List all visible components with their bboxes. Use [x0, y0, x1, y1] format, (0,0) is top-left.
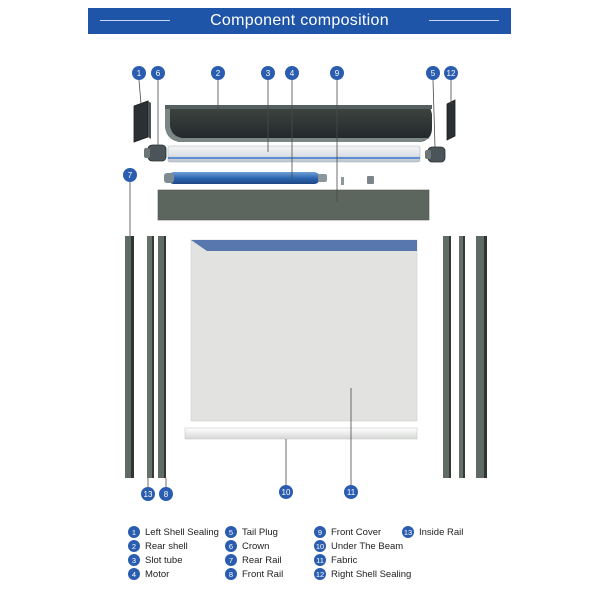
callout-lines: [129, 79, 452, 487]
title-rule-left: [100, 20, 170, 21]
callout-13: 13: [141, 487, 155, 501]
svg-text:13: 13: [144, 490, 153, 499]
callout-12: 12: [444, 66, 458, 80]
tail-plug-right: [425, 146, 446, 163]
rear-rail-right-group: [443, 236, 487, 478]
callout-9: 9: [330, 66, 344, 80]
title-rule-right: [429, 20, 499, 21]
callout-1: 1: [132, 66, 146, 80]
crown-left: [144, 144, 167, 162]
svg-text:11: 11: [347, 488, 356, 497]
svg-text:6: 6: [156, 69, 161, 78]
title-banner: Component composition: [88, 8, 511, 34]
svg-text:8: 8: [164, 490, 169, 499]
svg-text:5: 5: [431, 69, 436, 78]
callout-3: 3: [261, 66, 275, 80]
svg-text:3: 3: [266, 69, 271, 78]
slot-tube: [167, 145, 421, 163]
callout-4: 4: [285, 66, 299, 80]
callout-8: 8: [159, 487, 173, 501]
svg-text:1: 1: [137, 69, 142, 78]
front-cover: [157, 189, 430, 221]
left-shell-sealing: [133, 100, 151, 143]
svg-text:7: 7: [128, 171, 133, 180]
callout-6: 6: [151, 66, 165, 80]
motor: [164, 172, 327, 184]
under-the-beam: [184, 427, 418, 440]
svg-text:9: 9: [335, 69, 340, 78]
page-title: Component composition: [210, 12, 389, 29]
rear-shell: [165, 105, 432, 142]
rear-rail-left-group: [125, 236, 166, 478]
callout-7: 7: [123, 168, 137, 182]
svg-text:10: 10: [282, 488, 291, 497]
callout-10: 10: [279, 485, 293, 499]
fabric: [190, 239, 418, 422]
callout-11: 11: [344, 485, 358, 499]
callout-5: 5: [426, 66, 440, 80]
callout-2: 2: [211, 66, 225, 80]
svg-text:4: 4: [290, 69, 295, 78]
callout-markers: 1 6 2 3 4 9 5 12 7 13 8 10 11: [123, 66, 458, 501]
small-fittings: [341, 176, 374, 185]
svg-text:12: 12: [447, 69, 456, 78]
svg-text:2: 2: [216, 69, 221, 78]
right-shell-sealing: [446, 99, 456, 141]
